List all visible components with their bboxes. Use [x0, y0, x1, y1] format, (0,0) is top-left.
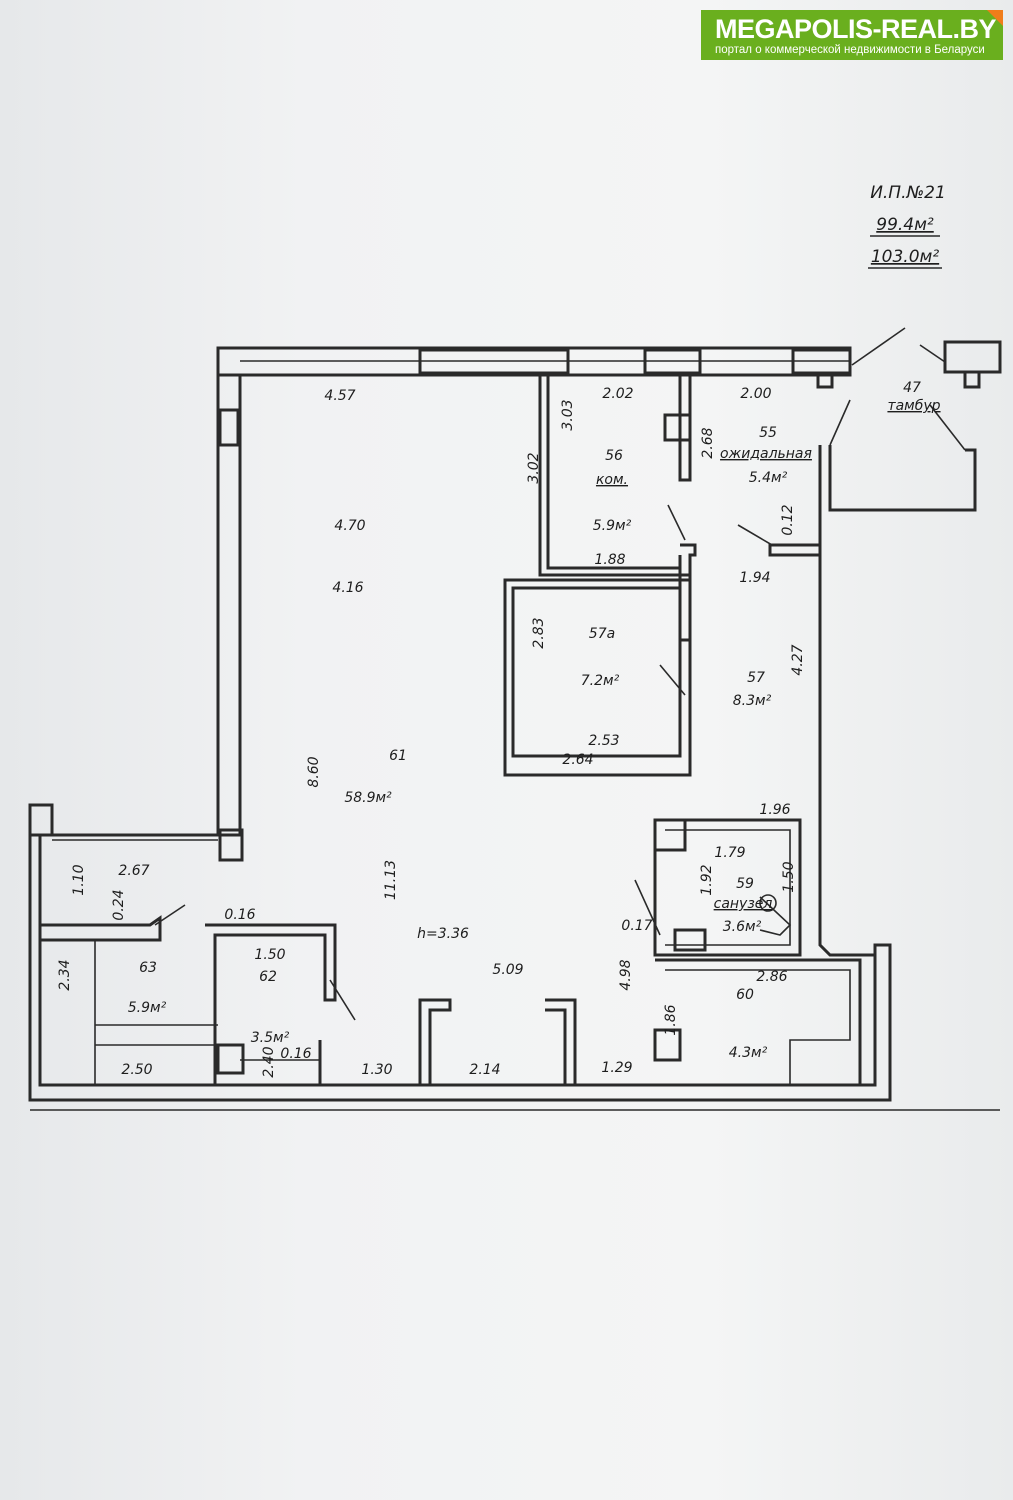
dim-label: 4.27	[790, 644, 806, 675]
walls	[28, 327, 1002, 1111]
room-number: 59	[736, 876, 754, 892]
logo-corner-icon	[987, 10, 1003, 26]
dim-label: 8.60	[306, 756, 322, 787]
dim-label: 0.17	[621, 918, 652, 934]
room-number: 56	[605, 448, 623, 464]
dim-label: 1.50	[254, 947, 285, 963]
logo-subtitle: портал о коммерческой недвижимости в Бел…	[715, 44, 985, 56]
dim-label: 1.50	[781, 861, 797, 892]
room-area: 8.3м²	[733, 693, 772, 709]
dim-label: 2.53	[588, 733, 619, 749]
megapolis-logo[interactable]: MEGAPOLIS-REAL.BY портал о коммерческой …	[701, 10, 1003, 60]
dim-label: 1.88	[594, 552, 625, 568]
room-area: 3.5м²	[251, 1030, 290, 1046]
room-number: 62	[259, 969, 277, 985]
header-block: И.П.№21 99.4м² 103.0м²	[868, 183, 946, 269]
room-area: 58.9м²	[344, 790, 392, 806]
dim-label: 0.16	[280, 1046, 311, 1062]
dim-label: 3.02	[526, 452, 542, 483]
dim-label: 0.24	[111, 889, 127, 920]
dim-label: 2.02	[602, 386, 633, 402]
room-name: санузел	[714, 896, 773, 912]
room-name: тамбур	[887, 398, 940, 414]
dim-label: 2.00	[740, 386, 771, 402]
room-name: ожидальная	[720, 446, 812, 462]
dim-label: 0.12	[780, 504, 796, 535]
dim-label: 1.30	[361, 1062, 392, 1078]
dim-label: 5.09	[492, 962, 523, 978]
room-area: 4.3м²	[729, 1045, 768, 1061]
room-number: 57	[747, 670, 765, 686]
room-area: 3.6м²	[723, 919, 762, 935]
room-area: 5.9м²	[128, 1000, 167, 1016]
logo-title: MEGAPOLIS-REAL.BY	[715, 14, 997, 44]
dim-label: 1.86	[663, 1004, 679, 1035]
room-number: 57а	[589, 626, 615, 642]
dim-label: 4.57	[324, 388, 355, 404]
room-number: 55	[759, 425, 777, 441]
dim-label: 4.70	[334, 518, 365, 534]
room-number: 63	[139, 960, 157, 976]
area-main: 99.4м²	[876, 215, 934, 235]
dim-label: 1.29	[601, 1060, 632, 1076]
dim-label: 2.14	[469, 1062, 500, 1078]
dim-label: 2.86	[756, 969, 787, 985]
ceiling-height: h=3.36	[417, 926, 469, 942]
dim-label: 4.98	[618, 959, 634, 990]
dim-label: 11.13	[383, 860, 399, 900]
dim-label: 2.64	[562, 752, 593, 768]
dim-label: 1.10	[71, 864, 87, 895]
dim-label: 1.92	[699, 864, 715, 895]
dim-label: 4.16	[332, 580, 363, 596]
dim-label: 2.50	[121, 1062, 152, 1078]
dim-label: 1.94	[739, 570, 770, 586]
dim-label: 2.67	[118, 863, 149, 879]
room-area: 5.4м²	[749, 470, 788, 486]
dim-label: 0.16	[224, 907, 255, 923]
dim-label: 2.68	[700, 427, 716, 458]
room-area: 7.2м²	[581, 673, 620, 689]
room-number: 61	[389, 748, 407, 764]
dim-label: 2.40	[261, 1046, 277, 1077]
room-area: 5.9м²	[593, 518, 632, 534]
area-total: 103.0м²	[871, 247, 939, 267]
plan-id: И.П.№21	[870, 183, 946, 203]
room-name: ком.	[596, 472, 628, 488]
plan-labels: 4.57 2.02 2.00 47 тамбур 3.03 3.02 56 ко…	[57, 380, 941, 1078]
dim-label: 3.03	[560, 399, 576, 430]
dim-label: 1.96	[759, 802, 790, 818]
room-number: 60	[736, 987, 754, 1003]
dim-label: 1.79	[714, 845, 745, 861]
dim-label: 2.83	[531, 617, 547, 648]
left-wall	[216, 373, 242, 837]
room-number: 47	[903, 380, 921, 396]
dim-label: 2.34	[57, 959, 73, 990]
